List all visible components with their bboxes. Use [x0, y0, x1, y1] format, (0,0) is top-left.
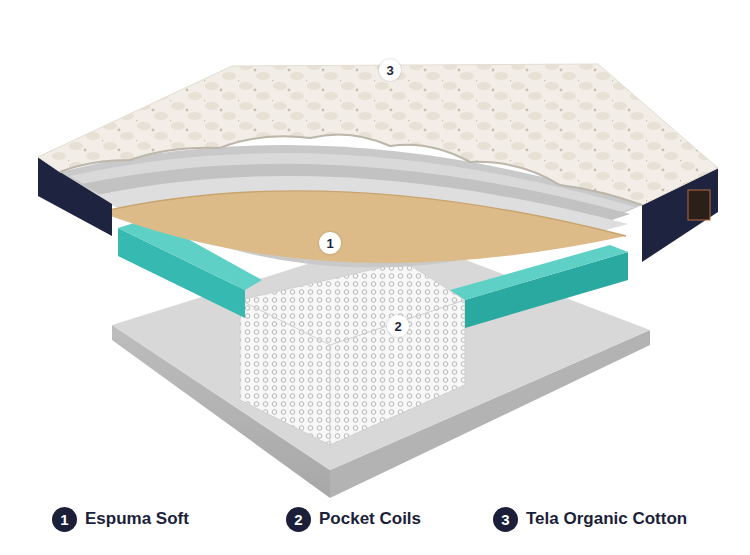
- callout-number: 1: [319, 232, 341, 254]
- part-name: Espuma Soft: [85, 509, 189, 529]
- comfort-layers: [92, 176, 628, 262]
- legend-item: 3 Tela Organic Cotton: [493, 507, 687, 532]
- mattress-side: [38, 157, 112, 236]
- legend-item: 1 Espuma Soft: [52, 507, 189, 532]
- part-name: Tela Organic Cotton: [526, 509, 687, 529]
- callout-number: 1: [52, 507, 77, 532]
- callout-number: 3: [386, 64, 393, 77]
- legend-item: 2 Pocket Coils: [286, 507, 421, 532]
- coil-edge: [240, 300, 465, 345]
- cover-cut-edge: [60, 134, 642, 205]
- callout-number: 2: [394, 320, 401, 333]
- callout-number: 3: [493, 507, 518, 532]
- quilted-cover: [38, 64, 718, 205]
- coil-edge: [330, 345, 331, 445]
- soft-foam-edge: [100, 191, 626, 236]
- brand-badge: [688, 190, 710, 220]
- callout-number: 2: [286, 507, 311, 532]
- pocket-coils: [240, 262, 465, 445]
- soft-foam: [100, 191, 626, 263]
- callout-number: 2: [387, 315, 409, 337]
- callout-number: 1: [326, 237, 333, 250]
- part-name: Pocket Coils: [319, 509, 421, 529]
- callout-number: 3: [379, 59, 401, 81]
